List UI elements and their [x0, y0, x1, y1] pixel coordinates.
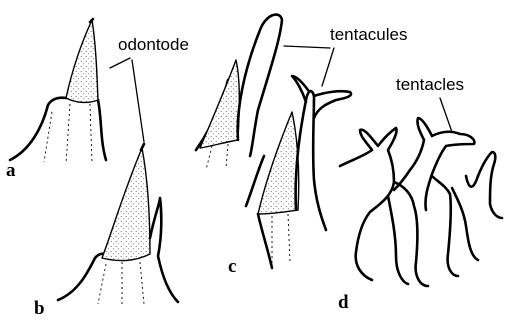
tentacules-leader-a [284, 46, 330, 48]
tentacules-label-group: tentacules [284, 25, 408, 86]
odontode-leader-b [132, 60, 144, 142]
panel-label-d: d [338, 292, 349, 313]
odontode-label-group: odontode [110, 35, 189, 142]
tentacles-label: tentacles [396, 75, 464, 94]
panel-label-a: a [6, 160, 16, 181]
tentacules-label: tentacules [330, 25, 408, 44]
odontode-label: odontode [118, 35, 189, 54]
panel-label-b: b [34, 298, 45, 319]
tentacules-leader-b [322, 48, 334, 86]
panel-label-c: c [228, 256, 236, 277]
odontode-leader-a [110, 58, 130, 68]
tentacles-label-group: tentacles [396, 75, 464, 132]
panel-b-drawing [58, 144, 178, 304]
panel-c-lower-drawing [246, 76, 351, 268]
panel-c-upper-drawing [196, 15, 282, 170]
panel-d-drawing [340, 118, 502, 286]
panel-a-drawing [10, 19, 106, 164]
tentacles-leader [440, 98, 452, 132]
